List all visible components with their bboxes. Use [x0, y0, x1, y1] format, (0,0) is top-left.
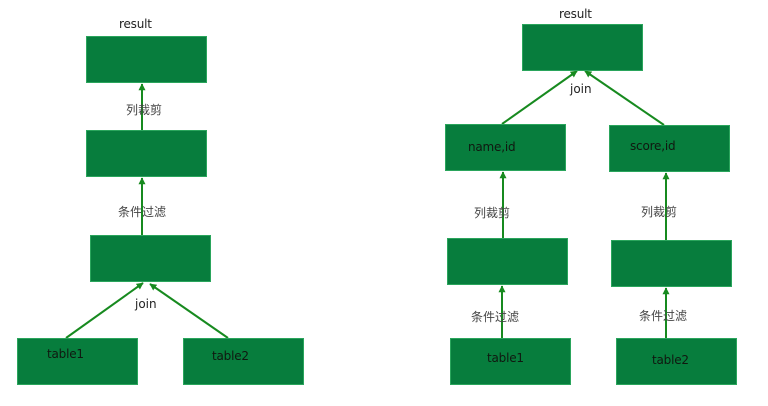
table1-label: table1 [487, 351, 524, 365]
right-join-label: join [570, 82, 592, 96]
name-id-label: name,id [468, 140, 516, 154]
right-result-node[interactable] [522, 24, 643, 71]
right-table1-node[interactable]: table1 [450, 338, 571, 385]
table1-label: table1 [47, 347, 84, 361]
left-join-node[interactable] [90, 235, 211, 282]
left-result-node[interactable] [86, 36, 207, 83]
left-table2-node[interactable]: table2 [183, 338, 304, 385]
left-result-caption: result [119, 17, 152, 31]
left-filter-label: 条件过滤 [118, 205, 167, 219]
right-name-id-node[interactable]: name,id [445, 124, 566, 171]
edge-left-table2-to-join [149, 283, 229, 339]
left-join-label: join [135, 297, 157, 311]
left-column-prune-node[interactable] [86, 130, 207, 177]
right-filter-left-node[interactable] [447, 238, 568, 285]
left-table1-node[interactable]: table1 [17, 338, 138, 385]
right-filter-right-label: 条件过滤 [639, 309, 688, 323]
edge-left-table1-to-join [65, 282, 144, 339]
right-column-prune-left-label: 列裁剪 [474, 206, 511, 220]
table2-label: table2 [212, 349, 249, 363]
right-filter-left-label: 条件过滤 [471, 310, 520, 324]
table2-label: table2 [652, 353, 689, 367]
right-filter-right-node[interactable] [611, 240, 732, 287]
right-column-prune-right-label: 列裁剪 [641, 205, 678, 219]
edge-right-nameid-to-result [501, 70, 578, 125]
left-column-prune-label: 列裁剪 [126, 103, 163, 117]
right-result-caption: result [559, 7, 592, 21]
right-table2-node[interactable]: table2 [616, 338, 737, 385]
right-score-id-node[interactable]: score,id [609, 125, 730, 172]
score-id-label: score,id [630, 139, 676, 153]
edge-right-scoreid-to-result [584, 70, 665, 126]
